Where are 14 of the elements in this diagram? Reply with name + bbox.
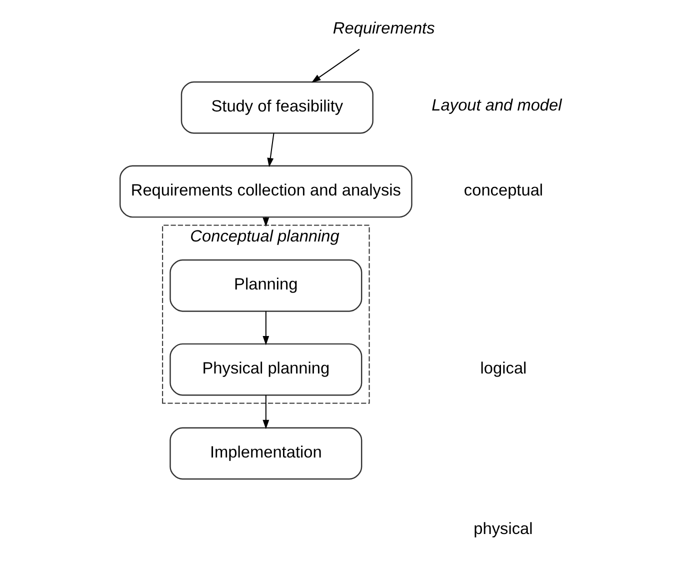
label: conceptual bbox=[463, 181, 543, 200]
node-box: Physical planning bbox=[169, 343, 362, 396]
node-box: Study of feasibility bbox=[180, 81, 373, 134]
arrow bbox=[262, 217, 269, 227]
arrow bbox=[266, 133, 274, 168]
arrow bbox=[311, 48, 360, 83]
label: logical bbox=[480, 359, 526, 378]
arrow bbox=[262, 311, 269, 346]
label: physical bbox=[473, 520, 532, 538]
node-box: Implementation bbox=[169, 427, 362, 480]
node-box: Planning bbox=[169, 259, 362, 312]
node-text: Requirements bbox=[332, 20, 434, 38]
arrow bbox=[262, 395, 269, 430]
label: Layout and model bbox=[431, 96, 562, 114]
